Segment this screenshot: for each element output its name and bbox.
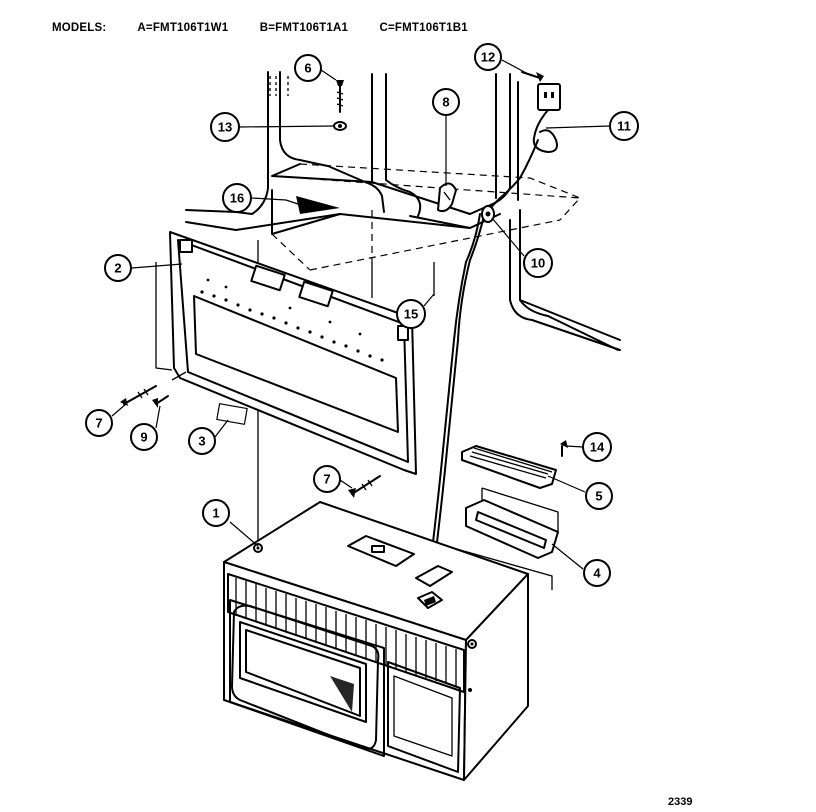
models-label: MODELS:: [52, 22, 107, 34]
callout-16: 16: [222, 183, 252, 213]
callout-13: 13: [210, 112, 240, 142]
callout-7-left-text: 7: [95, 416, 102, 431]
callout-14: 14: [582, 432, 612, 462]
callout-6-text: 6: [304, 61, 311, 76]
screw-7-right: [348, 475, 381, 498]
callout-7-right: 7: [313, 465, 341, 493]
callout-8-text: 8: [442, 95, 449, 110]
callout-4: 4: [583, 559, 611, 587]
callout-1-text: 1: [212, 506, 219, 521]
callout-11-text: 11: [617, 119, 631, 134]
wall-cabinet: [185, 71, 621, 601]
callout-9-text: 9: [140, 430, 147, 445]
callout-9: 9: [130, 423, 158, 451]
callout-3-text: 3: [198, 434, 205, 449]
model-a-label: A=FMT106T1W1: [137, 22, 229, 34]
callout-12: 12: [474, 43, 502, 71]
callout-7-left: 7: [85, 409, 113, 437]
microwave-oven: [223, 501, 529, 781]
callout-6: 6: [294, 54, 322, 82]
callout-12-text: 12: [481, 50, 495, 65]
callout-2: 2: [104, 254, 132, 282]
callout-1: 1: [202, 499, 230, 527]
model-b-label: B=FMT106T1A1: [259, 22, 349, 34]
callout-5-text: 5: [595, 489, 602, 504]
callout-14-text: 14: [590, 440, 605, 455]
screw-9: [152, 395, 169, 408]
mounting-plate: [155, 231, 417, 475]
callout-11: 11: [609, 111, 639, 141]
callout-15-text: 15: [404, 307, 418, 322]
label-plate: [216, 403, 248, 425]
callout-4-text: 4: [593, 566, 601, 581]
callout-16-text: 16: [230, 191, 244, 206]
leader-lines: [111, 59, 611, 570]
models-header: MODELS: A=FMT106T1W1 B=FMT106T1A1 C=FMT1…: [52, 22, 496, 34]
callout-8: 8: [432, 88, 460, 116]
callout-2-text: 2: [114, 261, 121, 276]
callout-13-text: 13: [218, 120, 232, 135]
diagram-code: 2339: [668, 796, 693, 808]
callout-10-text: 10: [531, 256, 545, 271]
callout-10: 10: [523, 248, 553, 278]
grille-strip: [461, 440, 568, 489]
callout-3: 3: [188, 427, 216, 455]
callout-7-right-text: 7: [323, 472, 330, 487]
callout-5: 5: [585, 482, 613, 510]
screw-7-left: [120, 385, 157, 406]
callout-15: 15: [396, 299, 426, 329]
model-c-label: C=FMT106T1B1: [379, 22, 468, 34]
